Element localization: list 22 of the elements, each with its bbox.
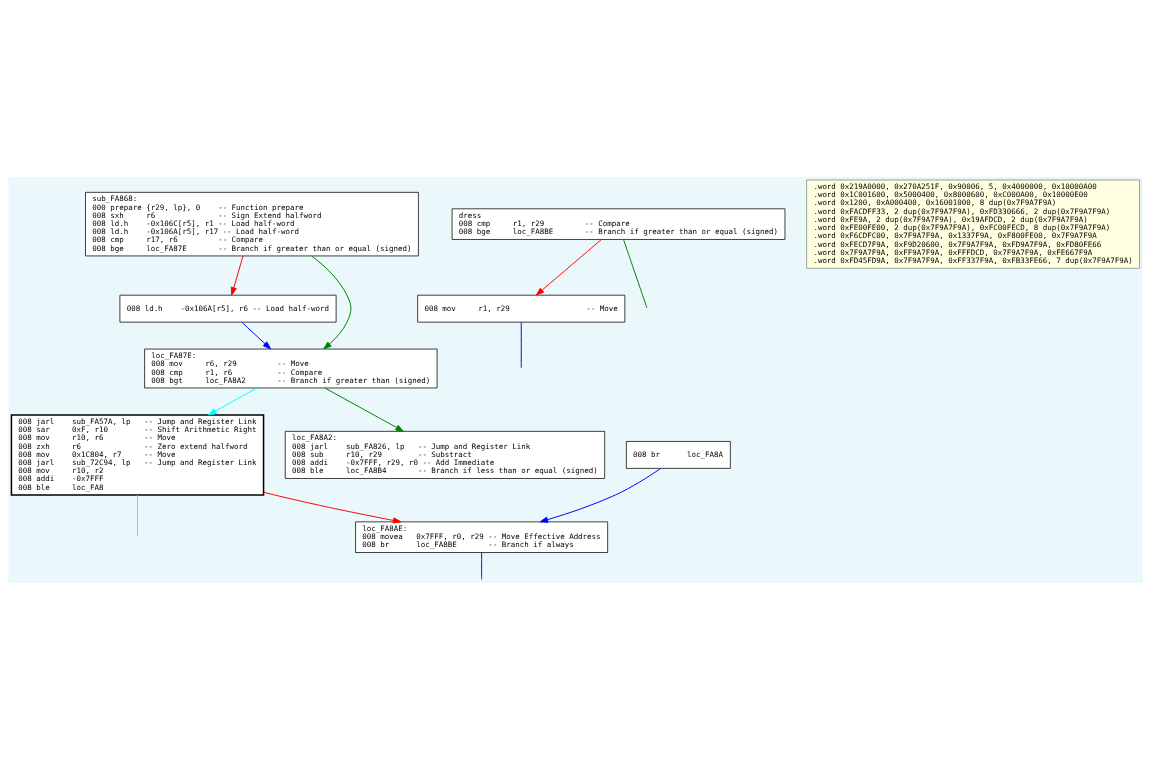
arrow (324, 387, 404, 432)
node-box: .word 0x219A0000, 0x270A251F, 0x90006, 5, 0x4000000, 0x10000A00 .word 0x1C001600, 0x5000400, 0x8000600, 0xC000A00, 0x10000E00 .word 0x1200, 0xA000400, 0x16001000, 8 dup(0x7F9A7F9A) .word 0xFACDFF33, 2 dup(0x7F9A7F9A), 0xFD330666, 2 dup(0x7F9A7F9A) .word 0xFE9A, 2 dup(0x7F9A7F9A), 0x19AFDCD, 2 dup(0x7F9A7F9A) .word 0xFE00FE00, 2 dup(0x7F9A7F9A), 0xFC00FECD, 8 dup(0x7F9A7F9A) .word 0xF6CDFC00, 0x7F9A7F9A, 0x1337F9A, 0xF800FE00, 0x7F9A7F9A .word 0xFECD7F9A, 0xF9D20600, 0x7F9A7F9A, 0xFD9A7F9A, 0xFD80FE66 .word 0x7F9A7F9A, 0xFF9A7F9A, 0xFFFDCD, 0x7F9A7F9A, 0xFE667F9A .word 0xFD45FD9A, 0x7F9A7F9A, 0xFF337F9A, 0xFB33FE66, 7 dup(0x7F9A7F9A) (806, 179, 1140, 269)
arrow (263, 491, 402, 524)
node-box: sub_FA868: 000 prepare {r29, lp}, 0 -- Function prepare 008 sxh r6 -- Sign Extend halfword 008 ld.h -0x106C[r5], r1 -- Load half-word 008 ld.h -0x106A[r5], r17 -- Load half-word 008 cmp r17, r6 -- Compare 008 bge loc_FA87E -- Branch if greater than or equal (signed) (85, 191, 419, 257)
arrow (535, 239, 602, 296)
node-box: 008 jarl sub_FA57A, lp -- Jump and Register Link 008 sar 0xF, r10 -- Shift Arithmetic Right 008 mov r10, r6 -- Move 008 zxh r6 -- Zero extend halfword 008 mov 0x1C804, r7 -- Move 008 jarl sub_72C94, lp -- Jump and Register Link 008 mov r10, r2 008 addi -0x7FFF 008 ble loc_FA8 (10, 414, 265, 496)
connector (481, 552, 483, 580)
arrow (539, 468, 662, 523)
arrow (208, 387, 258, 416)
node-box: 008 ld.h -0x106A[r5], r6 -- Load half-word (119, 294, 337, 323)
node-box: dress 008 cmp r1, r29 -- Compare 008 bge loc_FA8BE -- Branch if greater than or equal (signed) (451, 208, 786, 240)
node-box: 008 br loc_FA8A (626, 441, 731, 469)
connector (520, 321, 522, 369)
connector (137, 494, 138, 537)
arrow (311, 255, 352, 350)
connector (623, 239, 648, 309)
node-box: loc_FA87E: 008 mov r6, r29 -- Move 008 cmp r1, r6 -- Compare 008 bgt loc_FA8A2 -- Branch if greater than (signed) (144, 348, 438, 389)
arrow (241, 321, 271, 350)
node-box: loc_FA8A2: 008 jarl sub_FA826, lp -- Jump and Register Link 008 sub r10, r29 -- Substract 008 addi -0x7FFF, r29, r0 -- Add Immediate 008 ble loc_FA8B4 -- Branch if less than or equal (signed) (284, 430, 606, 479)
node-box: loc_FA8AE: 008 movea 0x7FFF, r0, r29 -- Move Effective Address 008 br loc_FA8BE -- Branch if always (355, 521, 609, 553)
node-box: 008 mov r1, r29 -- Move (417, 294, 626, 323)
arrow (230, 255, 244, 296)
